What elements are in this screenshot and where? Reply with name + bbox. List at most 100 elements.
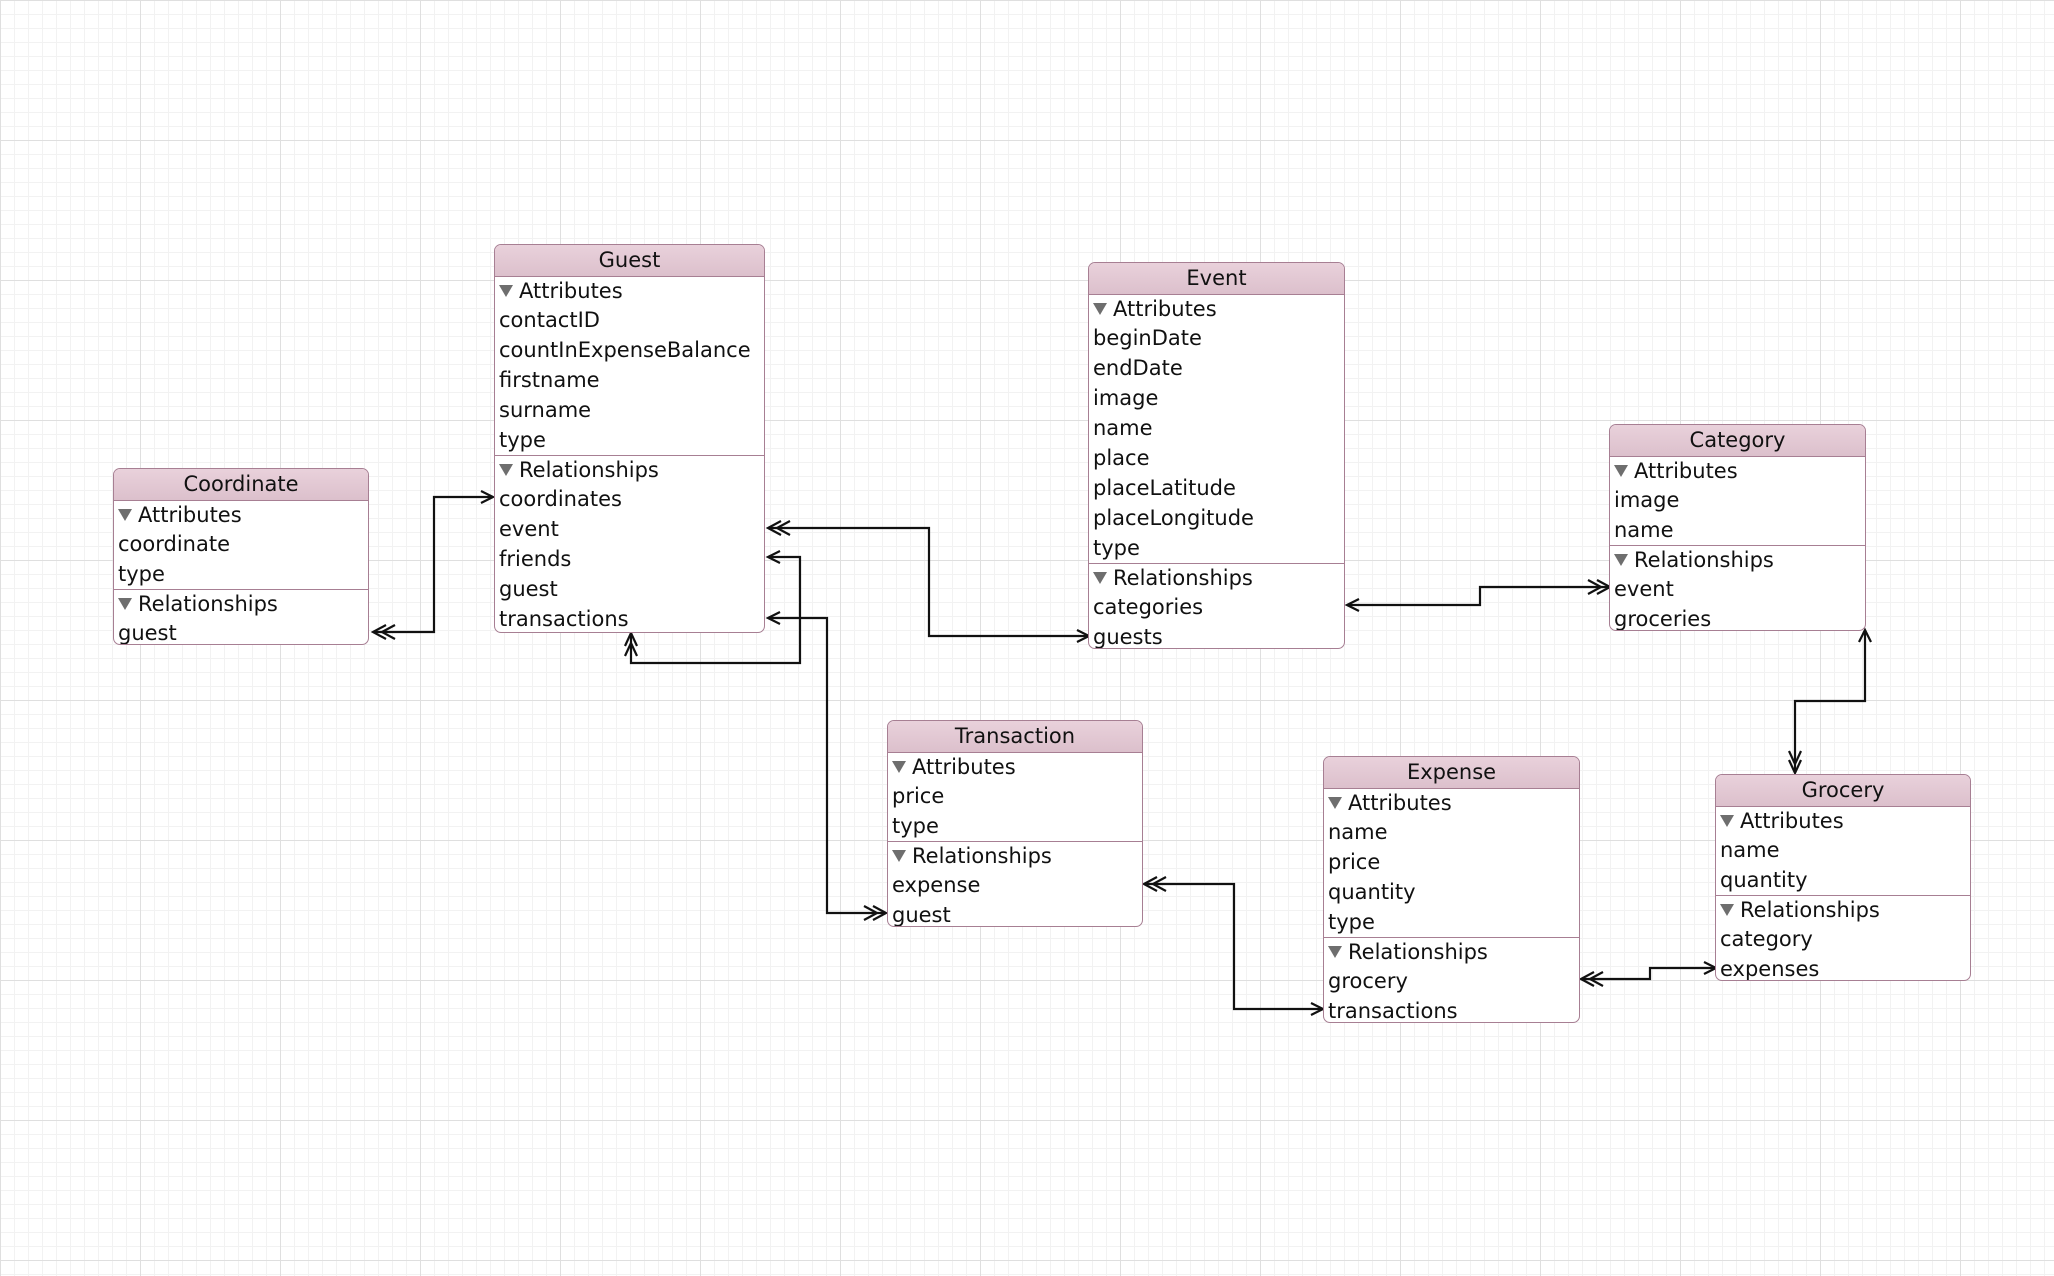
disclosure-triangle-icon[interactable] <box>1093 572 1107 584</box>
attribute-row[interactable]: name <box>1328 820 1388 844</box>
connector-guest-event[interactable] <box>765 520 1092 643</box>
entity-transaction[interactable]: Transaction Attributes price type Relati… <box>887 720 1143 927</box>
attributes-section-header[interactable]: Attributes <box>1089 295 1344 323</box>
disclosure-triangle-icon[interactable] <box>892 761 906 773</box>
connector-category-grocery[interactable] <box>1788 627 1872 776</box>
attribute-row[interactable]: beginDate <box>1093 326 1202 350</box>
attribute-row[interactable]: placeLongitude <box>1093 506 1254 530</box>
attribute-row[interactable]: name <box>1093 416 1153 440</box>
attribute-row[interactable]: firstname <box>499 368 600 392</box>
relationship-row[interactable]: guests <box>1093 625 1163 649</box>
attribute-row[interactable]: type <box>892 814 939 838</box>
entity-title: Expense <box>1324 757 1579 789</box>
connector-expense-grocery[interactable] <box>1578 961 1719 987</box>
disclosure-triangle-icon[interactable] <box>118 598 132 610</box>
attributes-label: Attributes <box>138 503 242 527</box>
relationship-row[interactable]: category <box>1720 927 1813 951</box>
attribute-row[interactable]: type <box>118 562 165 586</box>
connector-guest-transaction[interactable] <box>765 611 889 921</box>
disclosure-triangle-icon[interactable] <box>1328 946 1342 958</box>
attributes-section-header[interactable]: Attributes <box>1324 789 1579 817</box>
attributes-section-header[interactable]: Attributes <box>495 277 764 305</box>
attribute-row[interactable]: name <box>1614 518 1674 542</box>
attribute-row[interactable]: contactID <box>499 308 600 332</box>
disclosure-triangle-icon[interactable] <box>1328 797 1342 809</box>
relationship-row[interactable]: groceries <box>1614 607 1712 631</box>
entity-category[interactable]: Category Attributes image name Relations… <box>1609 424 1866 631</box>
attribute-row[interactable]: name <box>1720 838 1780 862</box>
relationships-label: Relationships <box>1348 940 1488 964</box>
entity-event[interactable]: Event Attributes beginDate endDate image… <box>1088 262 1345 649</box>
attributes-label: Attributes <box>1634 459 1738 483</box>
relationships-section-header[interactable]: Relationships <box>1089 563 1344 592</box>
attribute-row[interactable]: coordinate <box>118 532 231 556</box>
disclosure-triangle-icon[interactable] <box>118 509 132 521</box>
attributes-section-header[interactable]: Attributes <box>888 753 1142 781</box>
disclosure-triangle-icon[interactable] <box>499 464 513 476</box>
relationship-row[interactable]: guest <box>892 903 951 927</box>
relationships-section-header[interactable]: Relationships <box>1324 937 1579 966</box>
attributes-section-header[interactable]: Attributes <box>114 501 368 529</box>
attribute-row[interactable]: surname <box>499 398 592 422</box>
entity-expense[interactable]: Expense Attributes name price quantity t… <box>1323 756 1580 1023</box>
relationship-row[interactable]: event <box>499 517 559 541</box>
relationships-section-header[interactable]: Relationships <box>888 841 1142 870</box>
entity-title: Coordinate <box>114 469 368 501</box>
relationship-row[interactable]: guest <box>118 621 177 645</box>
attributes-section-header[interactable]: Attributes <box>1610 457 1865 485</box>
disclosure-triangle-icon[interactable] <box>892 850 906 862</box>
disclosure-triangle-icon[interactable] <box>1614 465 1628 477</box>
relationships-section-header[interactable]: Relationships <box>1716 895 1970 924</box>
relationship-row[interactable]: categories <box>1093 595 1204 619</box>
attribute-row[interactable]: image <box>1614 488 1680 512</box>
relationship-row[interactable]: expenses <box>1720 957 1820 981</box>
entity-title: Grocery <box>1716 775 1970 807</box>
attribute-row[interactable]: type <box>499 428 546 452</box>
attribute-row[interactable]: type <box>1328 910 1375 934</box>
relationships-label: Relationships <box>1634 548 1774 572</box>
entity-title: Event <box>1089 263 1344 295</box>
disclosure-triangle-icon[interactable] <box>1720 904 1734 916</box>
attribute-row[interactable]: price <box>892 784 945 808</box>
relationship-row[interactable]: friends <box>499 547 572 571</box>
relationships-label: Relationships <box>1113 566 1253 590</box>
entity-title: Transaction <box>888 721 1142 753</box>
attribute-row[interactable]: countInExpenseBalance <box>499 338 751 362</box>
attributes-label: Attributes <box>1113 297 1217 321</box>
entity-grocery[interactable]: Grocery Attributes name quantity Relatio… <box>1715 774 1971 981</box>
attribute-row[interactable]: quantity <box>1720 868 1808 892</box>
attribute-row[interactable]: quantity <box>1328 880 1416 904</box>
disclosure-triangle-icon[interactable] <box>499 285 513 297</box>
disclosure-triangle-icon[interactable] <box>1614 554 1628 566</box>
relationship-row[interactable]: transactions <box>499 607 629 631</box>
entity-guest[interactable]: Guest Attributes contactID countInExpens… <box>494 244 765 633</box>
relationships-label: Relationships <box>138 592 278 616</box>
relationships-section-header[interactable]: Relationships <box>495 455 764 484</box>
disclosure-triangle-icon[interactable] <box>1093 303 1107 315</box>
entity-coordinate[interactable]: Coordinate Attributes coordinate type Re… <box>113 468 369 645</box>
attribute-row[interactable]: placeLatitude <box>1093 476 1236 500</box>
attribute-row[interactable]: type <box>1093 536 1140 560</box>
relationship-row[interactable]: grocery <box>1328 969 1408 993</box>
attributes-label: Attributes <box>1348 791 1452 815</box>
connector-transaction-expense[interactable] <box>1141 876 1326 1016</box>
relationship-row[interactable]: guest <box>499 577 558 601</box>
relationship-row[interactable]: expense <box>892 873 981 897</box>
entity-title: Category <box>1610 425 1865 457</box>
attribute-row[interactable]: image <box>1093 386 1159 410</box>
attributes-label: Attributes <box>1740 809 1844 833</box>
disclosure-triangle-icon[interactable] <box>1720 815 1734 827</box>
attribute-row[interactable]: place <box>1093 446 1150 470</box>
relationships-section-header[interactable]: Relationships <box>114 589 368 618</box>
attributes-section-header[interactable]: Attributes <box>1716 807 1970 835</box>
relationship-row[interactable]: coordinates <box>499 487 622 511</box>
connector-event-category[interactable] <box>1344 579 1613 612</box>
relationship-row[interactable]: transactions <box>1328 999 1458 1023</box>
attribute-row[interactable]: price <box>1328 850 1381 874</box>
entity-title: Guest <box>495 245 764 277</box>
relationship-row[interactable]: event <box>1614 577 1674 601</box>
attribute-row[interactable]: endDate <box>1093 356 1183 380</box>
connector-coordinate-guest[interactable] <box>370 490 496 640</box>
relationships-section-header[interactable]: Relationships <box>1610 545 1865 574</box>
